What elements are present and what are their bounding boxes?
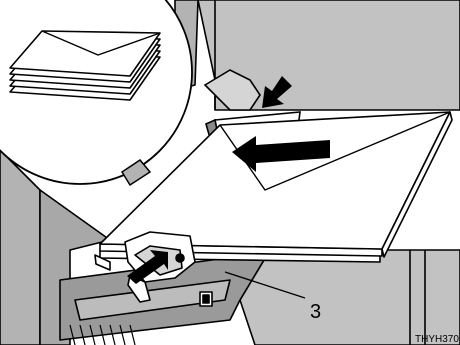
figure-code: THYH370E: [415, 334, 460, 345]
envelope-stack-icon: [10, 31, 160, 100]
callout-number: 3: [310, 301, 321, 323]
